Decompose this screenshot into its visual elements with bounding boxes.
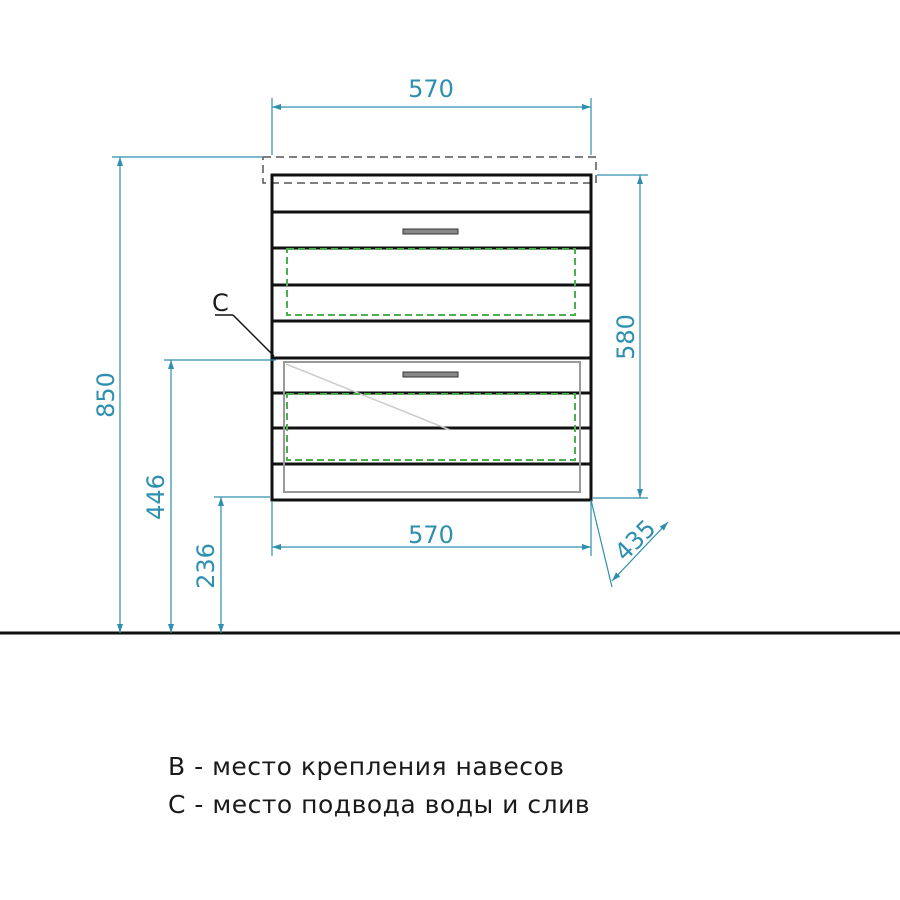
lower-drawer-box — [283, 361, 581, 493]
lower-drawer-handle — [402, 371, 459, 378]
legend-line-c: С - место подвода воды и слив — [168, 790, 591, 819]
top-width-value: 570 — [408, 75, 454, 103]
total-height-value: 850 — [92, 372, 120, 418]
legend: В - место крепления навесов С - место по… — [168, 748, 590, 824]
drain-height-value: 236 — [192, 543, 220, 589]
point-c-leader-diagonal — [232, 314, 275, 357]
lower-hidden-outline — [286, 393, 576, 461]
bottom-width-value: 570 — [408, 521, 454, 549]
sink-top-dashed — [262, 156, 597, 184]
depth-dim-line — [611, 521, 669, 582]
mount-height-value: 446 — [142, 474, 170, 520]
depth-ext-left — [590, 499, 613, 588]
upper-drawer-handle — [402, 228, 459, 235]
legend-line-b: В - место крепления навесов — [168, 752, 565, 781]
point-c-label: С — [212, 289, 229, 317]
drawer-diagonal — [285, 363, 451, 431]
cabinet-height-value: 580 — [612, 314, 640, 360]
depth-value: 435 — [609, 514, 661, 566]
upper-hidden-outline — [286, 248, 576, 316]
cabinet-body — [270, 173, 593, 502]
